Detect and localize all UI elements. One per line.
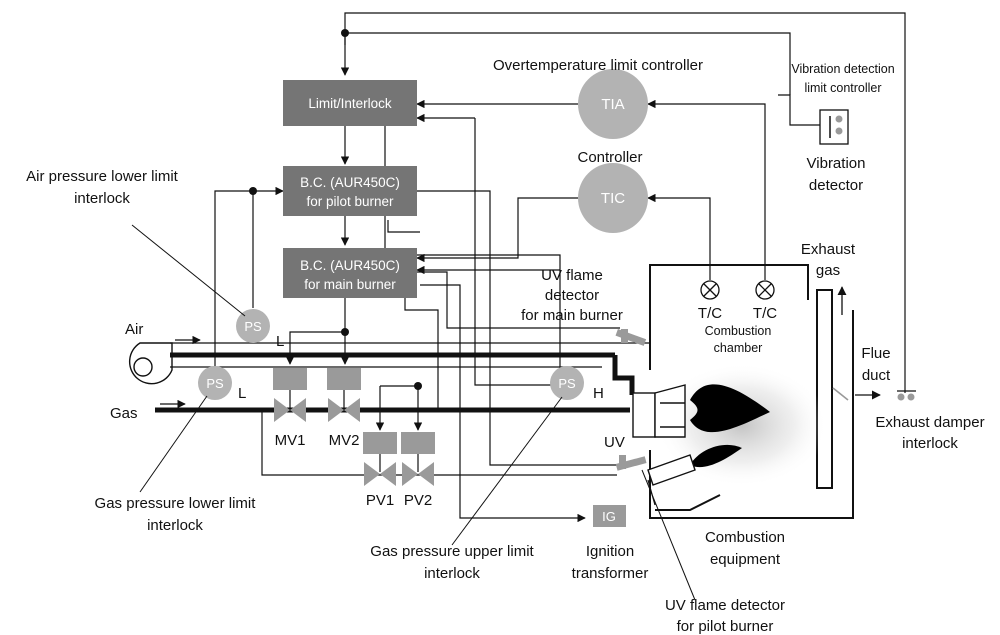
ignition-label-2: transformer bbox=[572, 565, 649, 582]
vibration-detector-label-2: detector bbox=[809, 177, 863, 194]
gas-pressure-upper-label-1: Gas pressure upper limit bbox=[370, 543, 534, 560]
burner-head bbox=[632, 384, 686, 438]
thermocouple-1 bbox=[700, 280, 720, 300]
svg-text:B.C. (AUR450C): B.C. (AUR450C) bbox=[300, 175, 400, 190]
vibration-limit-label-2: limit controller bbox=[804, 81, 881, 95]
svg-text:PS: PS bbox=[558, 376, 576, 391]
exhaust-gas-label-2: gas bbox=[816, 262, 840, 279]
mv1-label: MV1 bbox=[275, 432, 306, 449]
combustion-chamber-label-1: Combustion bbox=[705, 324, 772, 338]
exhaust-gas-label-1: Exhaust bbox=[801, 241, 856, 258]
overtemp-controller-label: Overtemperature limit controller bbox=[493, 57, 703, 74]
uv-sensor-pilot bbox=[615, 455, 647, 471]
pilot-burner bbox=[647, 454, 696, 486]
pipes bbox=[155, 352, 635, 413]
valve-mv2 bbox=[327, 368, 361, 422]
valve-mv1 bbox=[273, 368, 307, 422]
valve-pv2 bbox=[401, 432, 435, 486]
air-pressure-label-1: Air pressure lower limit bbox=[26, 168, 179, 185]
exhaust-damper-label-1: Exhaust damper bbox=[875, 414, 984, 431]
main-flame-icon bbox=[690, 384, 770, 433]
exhaust-damper-label-2: interlock bbox=[902, 435, 958, 452]
uv-pilot-label-2: for pilot burner bbox=[677, 618, 774, 635]
valve-pv1 bbox=[363, 432, 397, 486]
air-pressure-label-2: interlock bbox=[74, 190, 130, 207]
pv1-label: PV1 bbox=[366, 492, 394, 509]
svg-text:Limit/Interlock: Limit/Interlock bbox=[308, 96, 392, 111]
controller-label: Controller bbox=[577, 149, 642, 166]
air-blower-icon bbox=[128, 342, 173, 385]
mv2-label: MV2 bbox=[329, 432, 360, 449]
tc-label-2: T/C bbox=[753, 305, 777, 322]
uv-main-label-3: for main burner bbox=[521, 307, 623, 324]
ps-gas-high-level-label: H bbox=[593, 385, 604, 402]
uv-sensor-main bbox=[615, 329, 647, 346]
vibration-detector-label-1: Vibration bbox=[807, 155, 866, 172]
uv-pilot-label-1: UV flame detector bbox=[665, 597, 785, 614]
uv-main-label-2: detector bbox=[545, 287, 599, 304]
ps-air-low: PS bbox=[236, 309, 270, 343]
pilot-flame-icon bbox=[690, 444, 742, 468]
combustion-equipment-label-1: Combustion bbox=[705, 529, 785, 546]
gas-pressure-upper-label-2: interlock bbox=[424, 565, 480, 582]
thermocouple-2 bbox=[755, 280, 775, 300]
wire-junctions bbox=[249, 29, 422, 390]
svg-text:for main burner: for main burner bbox=[304, 277, 396, 292]
bc-main-box: B.C. (AUR450C) for main burner bbox=[283, 248, 417, 298]
flue-duct-label-2: duct bbox=[862, 367, 891, 384]
svg-text:PS: PS bbox=[206, 376, 224, 391]
tc-label-1: T/C bbox=[698, 305, 722, 322]
tic-instrument: TIC bbox=[578, 163, 648, 233]
exhaust-damper-icon bbox=[897, 390, 916, 401]
svg-text:TIA: TIA bbox=[601, 96, 624, 113]
svg-text:TIC: TIC bbox=[601, 190, 625, 207]
svg-text:for pilot burner: for pilot burner bbox=[306, 194, 394, 209]
ps-gas-high: PS bbox=[550, 366, 584, 400]
pv2-label: PV2 bbox=[404, 492, 432, 509]
tia-instrument: TIA bbox=[578, 69, 648, 139]
uv-label: UV bbox=[604, 434, 625, 451]
svg-text:IG: IG bbox=[602, 509, 616, 524]
combustion-equipment-label-2: equipment bbox=[710, 551, 781, 568]
ignition-transformer: IG bbox=[593, 505, 626, 527]
callout-lines bbox=[131, 224, 696, 601]
ps-gas-low: PS bbox=[198, 366, 232, 400]
gas-label: Gas bbox=[110, 405, 138, 422]
gas-pressure-lower-label-1: Gas pressure lower limit bbox=[95, 495, 257, 512]
limit-interlock-box: Limit/Interlock bbox=[283, 80, 417, 126]
combustion-chamber-label-2: chamber bbox=[714, 341, 763, 355]
bc-pilot-box: B.C. (AUR450C) for pilot burner bbox=[283, 166, 417, 216]
vibration-limit-label-1: Vibration detection bbox=[791, 62, 894, 76]
ps-air-level-label: L bbox=[276, 333, 284, 350]
gas-pressure-lower-label-2: interlock bbox=[147, 517, 203, 534]
ps-gas-low-level-label: L bbox=[238, 385, 246, 402]
flue-duct-label-1: Flue bbox=[861, 345, 890, 362]
vibration-detector-icon bbox=[819, 109, 849, 145]
svg-text:PS: PS bbox=[244, 319, 262, 334]
ignition-label-1: Ignition bbox=[586, 543, 634, 560]
air-label: Air bbox=[125, 321, 143, 338]
svg-text:B.C. (AUR450C): B.C. (AUR450C) bbox=[300, 258, 400, 273]
uv-main-label-1: UV flame bbox=[541, 267, 603, 284]
